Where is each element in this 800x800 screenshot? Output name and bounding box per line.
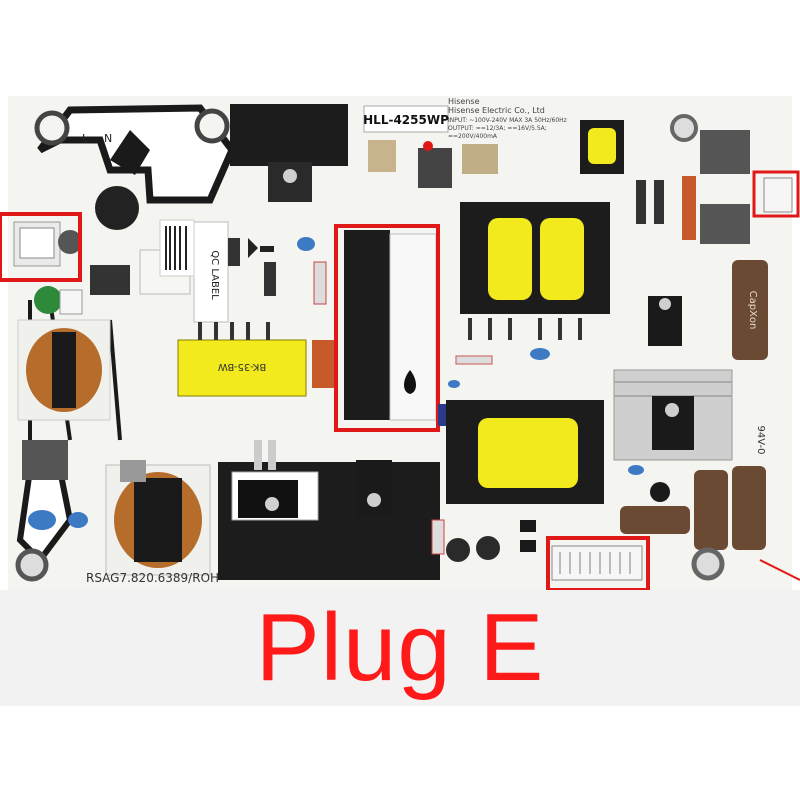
main-transformer bbox=[460, 202, 610, 314]
screw bbox=[659, 298, 671, 310]
mosfet bbox=[356, 460, 392, 516]
small-transistor bbox=[650, 482, 670, 502]
trace-pad bbox=[110, 130, 150, 175]
qc-label-text: QC LABEL bbox=[209, 250, 220, 300]
blue-y-cap bbox=[68, 512, 88, 528]
transformer-label: BK-35-BW bbox=[218, 361, 266, 372]
resistor bbox=[313, 261, 327, 305]
main-output-connector bbox=[551, 545, 643, 581]
green-varistor bbox=[34, 286, 62, 314]
small-transformer-winding bbox=[588, 128, 616, 164]
board-rating: 94V-0 bbox=[755, 426, 766, 455]
ntc-thermistor bbox=[95, 186, 139, 230]
highlight-input-plug bbox=[0, 212, 82, 282]
barcode bbox=[165, 226, 187, 270]
screw bbox=[665, 403, 679, 417]
small-capacitor bbox=[476, 536, 500, 560]
square-component bbox=[462, 144, 498, 174]
blue-cap bbox=[628, 465, 644, 475]
film-capacitor bbox=[312, 340, 334, 388]
pin bbox=[268, 440, 276, 470]
square-component bbox=[368, 140, 396, 172]
electrolytic-capacitor bbox=[732, 466, 766, 550]
choke-core bbox=[52, 332, 76, 408]
highlight-capacitor bbox=[334, 224, 440, 432]
mount-screw bbox=[194, 108, 230, 144]
ic-module bbox=[418, 148, 452, 188]
transformer-winding bbox=[488, 218, 532, 300]
blue-cap bbox=[448, 380, 460, 388]
electrolytic-capacitor bbox=[732, 260, 768, 360]
resistor bbox=[431, 519, 445, 555]
small-capacitor bbox=[446, 538, 470, 562]
diode bbox=[438, 404, 446, 426]
ground-lug bbox=[15, 548, 49, 582]
input-connector-socket bbox=[19, 227, 55, 259]
maker-line1: Hisense bbox=[448, 97, 480, 106]
standby-transformer bbox=[177, 339, 307, 397]
diode bbox=[654, 180, 664, 224]
blue-cap bbox=[297, 237, 315, 251]
output-spec-2: ==200V/400mA bbox=[448, 133, 498, 140]
resistor bbox=[264, 262, 276, 296]
connector-pins bbox=[559, 552, 631, 574]
blue-y-cap bbox=[28, 510, 56, 530]
x-capacitor bbox=[700, 204, 750, 244]
electrolytic-capacitor bbox=[620, 506, 690, 534]
mount-screw bbox=[34, 110, 70, 146]
pin bbox=[254, 440, 262, 470]
resistor bbox=[228, 238, 240, 266]
ground-lug bbox=[691, 547, 725, 581]
ic bbox=[520, 520, 536, 532]
mount-screw bbox=[670, 114, 698, 142]
film-capacitor bbox=[682, 176, 696, 240]
film-cap bbox=[120, 460, 146, 482]
output-connector bbox=[763, 177, 793, 213]
heatsink bbox=[230, 104, 348, 166]
small-connector bbox=[59, 289, 83, 315]
output-spec: OUTPUT: ==12/3A; ==16V/5.5A; bbox=[448, 125, 547, 132]
input-spec: INPUT: ~100V-240V MAX 3A 50Hz/60Hz bbox=[448, 117, 567, 124]
model-sticker bbox=[363, 105, 449, 133]
part-number: RSAG7.820.6389/ROH bbox=[86, 571, 219, 585]
caption-band bbox=[0, 590, 800, 706]
transformer-pins bbox=[468, 318, 582, 340]
blue-cap bbox=[530, 348, 550, 360]
model-number: HLL-4255WP bbox=[363, 113, 449, 127]
x-capacitor bbox=[700, 130, 750, 174]
highlight-output-plug bbox=[752, 170, 800, 218]
screw bbox=[265, 497, 279, 511]
bulk-capacitor bbox=[344, 230, 390, 420]
red-wire bbox=[759, 559, 800, 581]
drop-icon bbox=[404, 370, 416, 394]
diode bbox=[260, 246, 274, 252]
screw bbox=[367, 493, 381, 507]
diode bbox=[248, 238, 258, 258]
transformer-winding bbox=[540, 218, 584, 300]
ic bbox=[520, 540, 536, 552]
terminal-n-label: N bbox=[104, 132, 112, 145]
qc-label-sticker bbox=[193, 221, 229, 323]
caption-text: Plug E bbox=[255, 594, 545, 701]
terminal-l-label: L bbox=[82, 132, 89, 145]
red-dot-marker bbox=[423, 141, 433, 151]
maker-line2: Hisense Electric Co., Ltd bbox=[448, 106, 545, 115]
cap-brand: CapXon bbox=[747, 291, 758, 330]
x-capacitor bbox=[22, 440, 68, 480]
transformer-pins bbox=[198, 322, 270, 340]
diode bbox=[636, 180, 646, 224]
bridge-rectifier bbox=[90, 265, 130, 295]
inductor-winding bbox=[478, 418, 578, 488]
electrolytic-capacitor bbox=[694, 470, 728, 550]
screw bbox=[283, 169, 297, 183]
resistor bbox=[455, 355, 493, 365]
varistor bbox=[58, 230, 82, 254]
choke-core bbox=[134, 478, 182, 562]
